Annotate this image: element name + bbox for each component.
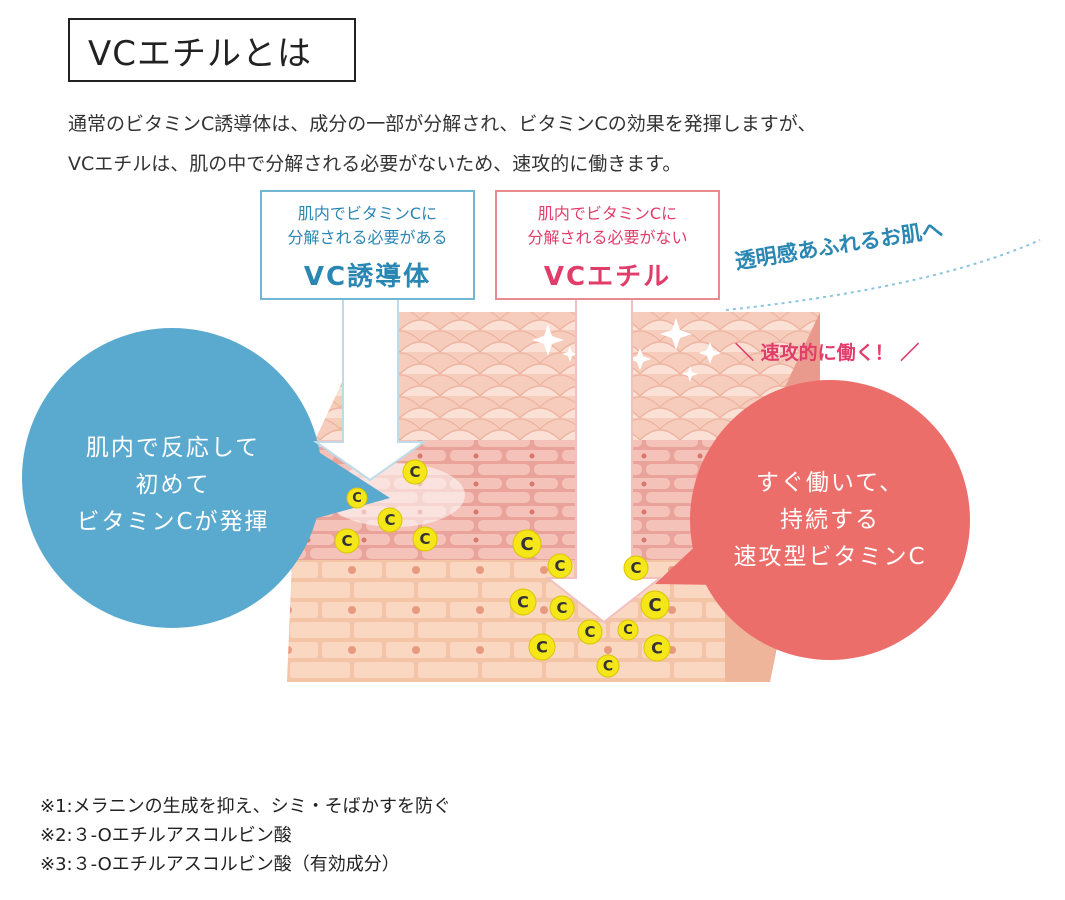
svg-text:C: C [520,534,533,555]
svg-text:C: C [623,623,633,638]
vc-derivative-line1: 肌内でビタミンCに [297,204,438,223]
vc-derivative-line2: 分解される必要がある [287,228,448,247]
left-bubble-text: 肌内で反応して 初めて ビタミンCが発揮 [48,430,298,541]
sparkle-icon [562,346,578,362]
left-bubble-line-2: 初めて [135,472,211,498]
vc-derivative-label: 肌内でビタミンCに 分解される必要がある VC誘導体 [260,190,475,300]
svg-text:C: C [648,595,661,616]
svg-text:C: C [419,530,430,548]
blue-arrow [312,297,428,482]
vitamin-c-dot: C [549,595,575,621]
red-arrow [545,297,663,624]
swoosh-line [725,239,1041,311]
svg-text:C: C [630,559,641,577]
svg-text:C: C [584,623,595,641]
intro-line-1: 通常のビタミンC誘導体は、成分の一部が分解され、ビタミンCの効果を発揮しますが、 [68,113,817,135]
svg-text:C: C [409,463,420,481]
page-title: VCエチルとは [68,18,356,82]
right-bubble-text: すぐ働いて、 持続する 速攻型ビタミンC [700,465,960,576]
blue-speech-bubble [22,328,390,628]
vitamin-c-dot: C [640,590,670,620]
footnote-1: ※1:メラニンの生成を抑え、シミ・そばかすを防ぐ [40,796,451,817]
vitamin-c-dot: C [509,588,537,616]
svg-text:C: C [341,532,352,550]
vitamin-c-dot: C [577,619,603,645]
vitamin-c-dot: C [412,526,438,552]
footnotes: ※1:メラニンの生成を抑え、シミ・そばかすを防ぐ ※2:３-Oエチルアスコルビン… [40,792,451,879]
tagline-fast-acting: ＼ 速攻的に働く！ ／ [735,342,920,364]
vitamin-c-dot: C [596,654,620,678]
vitamin-c-dot: C [528,633,556,661]
vitamin-c-dot: C [346,487,368,509]
svg-text:C: C [651,638,663,657]
svg-text:C: C [554,557,565,575]
sparkle-icon [532,324,564,356]
right-bubble-line-1: すぐ働いて、 [755,470,905,496]
svg-text:C: C [536,637,548,656]
right-bubble-line-3: 速攻型ビタミンC [733,544,927,570]
left-bubble-line-3: ビタミンCが発揮 [76,509,270,535]
vitamin-c-dot: C [623,555,649,581]
intro-line-2: VCエチルは、肌の中で分解される必要がないため、速攻的に働きます。 [68,153,682,175]
footnote-3: ※3:３-Oエチルアスコルビン酸（有効成分） [40,854,400,875]
sparkle-icons [532,318,721,382]
left-bubble-line-1: 肌内で反応して [85,435,261,461]
vc-ethyl-label: 肌内でビタミンCに 分解される必要がない VCエチル [495,190,720,300]
vitamin-c-dot: C [334,528,360,554]
svg-text:C: C [384,511,395,529]
svg-text:C: C [352,491,362,506]
vitamin-c-dot: C [643,634,671,662]
red-speech-bubble [655,380,970,660]
skin-surface-layer [315,312,820,440]
vitamin-c-dot: C [617,619,639,641]
svg-text:C: C [517,592,529,611]
intro-text: 通常のビタミンC誘導体は、成分の一部が分解され、ビタミンCの効果を発揮しますが、… [68,104,1028,184]
vc-ethyl-line2: 分解される必要がない [527,228,688,247]
vitamin-c-dot: C [512,529,542,559]
sparkle-icon [682,366,698,382]
vc-derivative-name: VC誘導体 [303,262,432,292]
sparkle-icon [699,342,721,364]
sparkle-icon [660,318,692,350]
vitamin-c-dot: C [547,553,573,579]
vc-ethyl-line1: 肌内でビタミンCに [537,204,678,223]
vitamin-c-dot: C [402,459,428,485]
svg-text:C: C [603,659,613,675]
svg-text:C: C [556,599,567,617]
vc-ethyl-name: VCエチル [543,262,672,292]
sparkle-icon [629,348,651,370]
right-bubble-line-2: 持続する [780,507,880,533]
vitamin-c-dot: C [377,507,403,533]
footnote-2: ※2:３-Oエチルアスコルビン酸 [40,825,292,846]
